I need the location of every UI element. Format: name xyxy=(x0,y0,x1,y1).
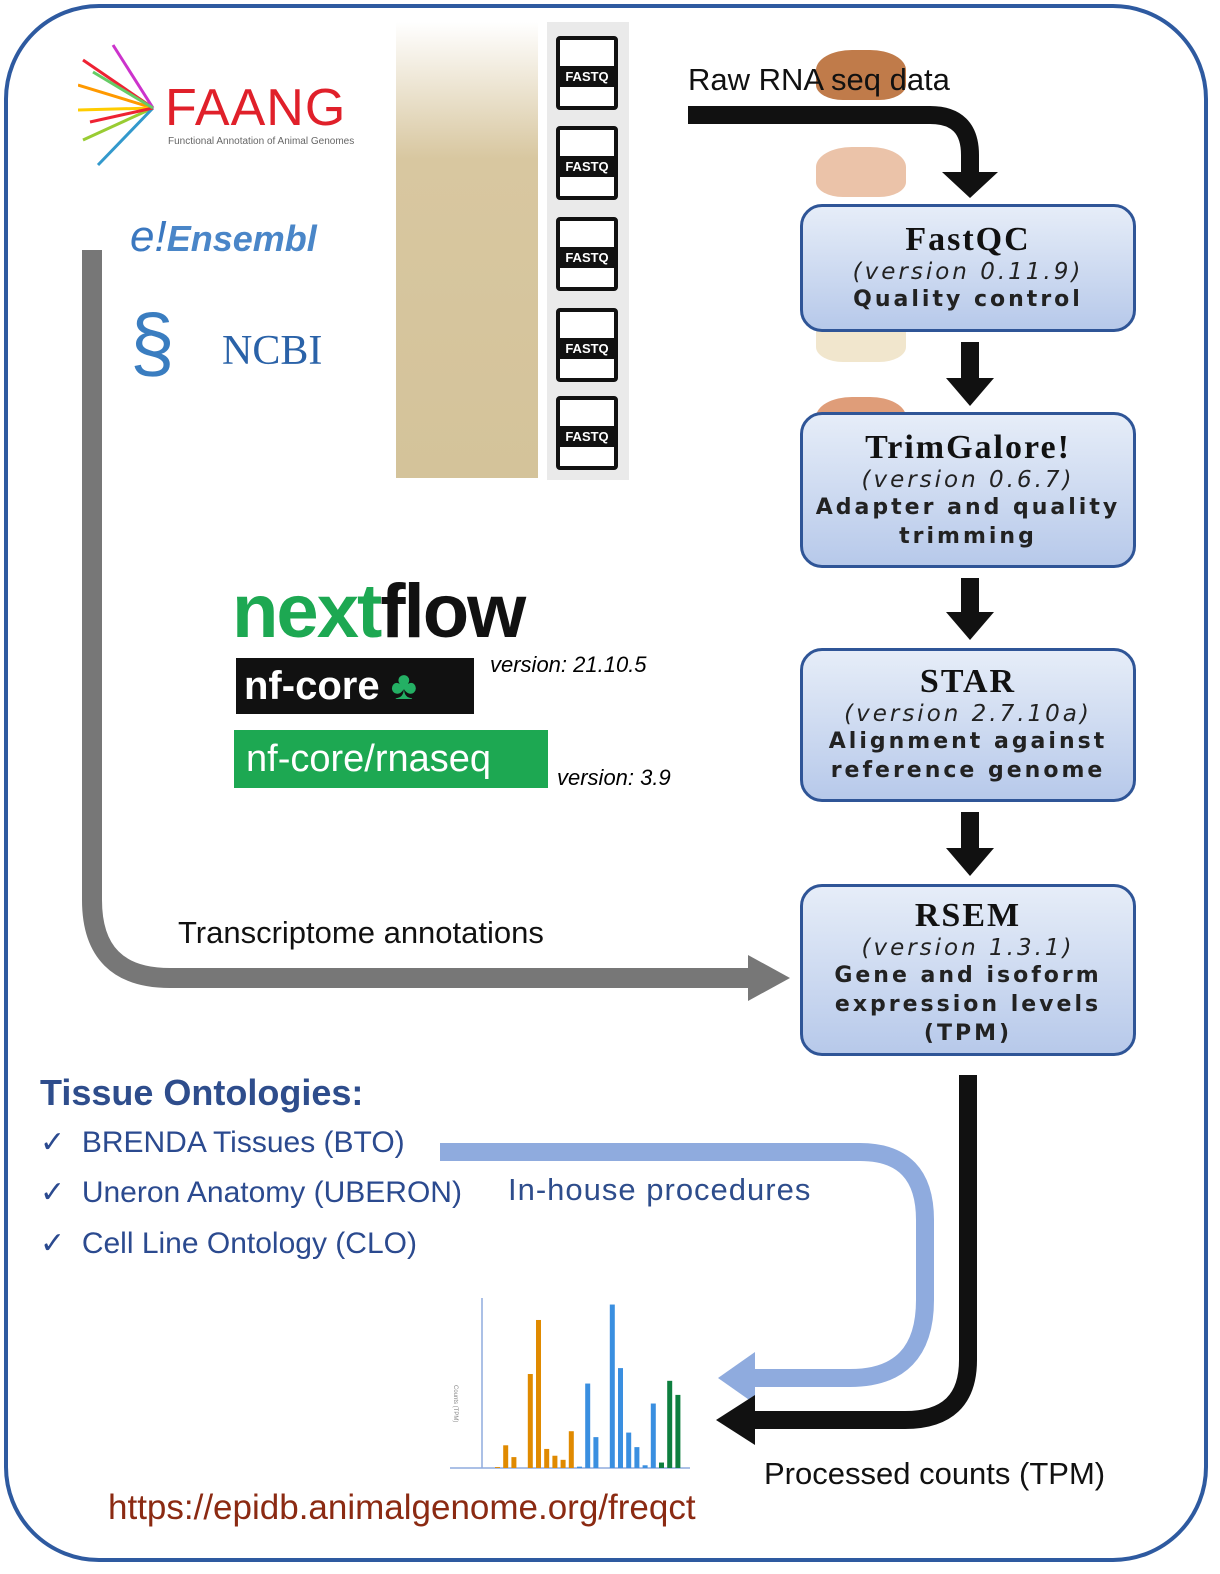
raw-data-label: Raw RNA seq data xyxy=(688,62,950,97)
annotation-arrowhead xyxy=(748,955,790,1001)
chart-bar xyxy=(634,1447,640,1468)
step-desc: Quality control xyxy=(853,287,1083,312)
chart-bar xyxy=(667,1380,673,1468)
tpm-bar-chart: Counts (TPM) xyxy=(450,1298,690,1469)
chart-bar xyxy=(675,1394,681,1468)
ensembl-text: Ensembl xyxy=(166,218,317,259)
ontology-item: ✓ Cell Line Ontology (CLO) xyxy=(40,1227,417,1260)
outer-frame xyxy=(4,4,1208,1562)
chart-bar xyxy=(577,1466,582,1468)
processed-arrowhead xyxy=(716,1395,755,1445)
chart-bar xyxy=(626,1432,632,1468)
ontology-item: ✓ Uneron Anatomy (UBERON) xyxy=(40,1176,462,1209)
freqct-url-link[interactable]: https://epidb.animalgenome.org/freqct xyxy=(108,1488,696,1527)
step-desc: expression levels xyxy=(834,992,1102,1017)
chart-bar xyxy=(544,1448,550,1468)
chart-bar xyxy=(609,1304,615,1468)
check-icon: ✓ xyxy=(40,1227,66,1260)
inhouse-arrow xyxy=(440,1143,934,1387)
step-star: STAR (version 2.7.10a) Alignment against… xyxy=(800,648,1136,802)
annotation-arrow xyxy=(82,250,750,988)
chart-bar xyxy=(650,1403,656,1468)
chart-bar xyxy=(568,1431,574,1468)
chart-bar xyxy=(585,1383,591,1468)
rnaseq-version: version: 3.9 xyxy=(557,765,671,790)
faang-sunburst-icon xyxy=(78,44,155,167)
ensembl-logo: e!Ensembl xyxy=(130,212,317,262)
faang-subtitle: Functional Annotation of Animal Genomes xyxy=(168,136,355,147)
chart-bar xyxy=(560,1459,566,1468)
step-version: (version 2.7.10a) xyxy=(844,701,1092,727)
check-icon: ✓ xyxy=(40,1176,66,1209)
chart-bar xyxy=(503,1445,509,1468)
pig-icon xyxy=(816,147,906,197)
y-axis-label: Counts (TPM) xyxy=(452,1385,458,1422)
step-arrows xyxy=(946,342,994,876)
ncbi-helix-icon: § xyxy=(130,298,175,387)
chart-bar xyxy=(659,1462,664,1468)
chart-bar xyxy=(511,1457,517,1468)
step-desc: (TPM) xyxy=(923,1021,1013,1046)
chart-bar xyxy=(495,1467,500,1468)
step-version: (version 0.11.9) xyxy=(852,259,1084,285)
step-desc: Gene and isoform xyxy=(834,963,1102,988)
ensembl-e: e! xyxy=(130,212,167,261)
fastq-file-icon: FASTQ xyxy=(556,36,618,110)
step-desc: trimming xyxy=(899,524,1037,549)
nf-core-logo: nf-core ♣ xyxy=(236,658,474,714)
rnaseq-logo: nf-core/rnaseq xyxy=(234,730,548,788)
raw-data-arrowhead xyxy=(942,172,998,198)
processed-arrow xyxy=(750,1075,977,1429)
inhouse-arrowhead xyxy=(718,1352,755,1404)
step-desc: reference genome xyxy=(830,758,1106,783)
fastq-file-icon: FASTQ xyxy=(556,396,618,470)
step-fastqc: FastQC (version 0.11.9) Quality control xyxy=(800,204,1136,332)
step-title: RSEM xyxy=(914,897,1022,934)
chart-bar xyxy=(618,1368,623,1468)
step-title: STAR xyxy=(919,663,1017,700)
step-desc: Adapter and quality xyxy=(815,495,1121,520)
raw-data-arrow xyxy=(688,106,979,175)
fastq-file-icon: FASTQ xyxy=(556,217,618,291)
animals-panel xyxy=(396,22,908,478)
nextflow-logo: nextflow xyxy=(232,569,526,654)
step-rsem: RSEM (version 1.3.1) Gene and isoform ex… xyxy=(800,884,1136,1056)
chart-bar xyxy=(552,1455,558,1468)
step-version: (version 1.3.1) xyxy=(861,935,1075,961)
step-title: FastQC xyxy=(905,221,1031,258)
faang-logo: FAANG xyxy=(165,79,347,137)
step-title: TrimGalore! xyxy=(865,429,1071,466)
ontologies-title: Tissue Ontologies: xyxy=(40,1072,364,1113)
step-trimgalore: TrimGalore! (version 0.6.7) Adapter and … xyxy=(800,412,1136,568)
check-icon: ✓ xyxy=(40,1126,66,1159)
ontology-item: ✓ BRENDA Tissues (BTO) xyxy=(40,1126,405,1159)
processed-label: Processed counts (TPM) xyxy=(764,1456,1106,1491)
ncbi-logo: NCBI xyxy=(222,328,323,374)
step-desc: Alignment against xyxy=(828,729,1108,754)
chart-bar xyxy=(593,1437,599,1468)
nextflow-version: version: 21.10.5 xyxy=(490,652,647,677)
fastq-file-icon: FASTQ xyxy=(556,126,618,200)
chart-bar xyxy=(527,1374,533,1468)
transcriptome-label: Transcriptome annotations xyxy=(178,915,544,950)
step-version: (version 0.6.7) xyxy=(861,467,1075,493)
cow-icon xyxy=(816,50,906,100)
inhouse-label: In-house procedures xyxy=(508,1172,812,1207)
chart-bar xyxy=(642,1465,648,1468)
chart-bar xyxy=(536,1319,541,1468)
fastq-file-icon: FASTQ xyxy=(556,308,618,382)
